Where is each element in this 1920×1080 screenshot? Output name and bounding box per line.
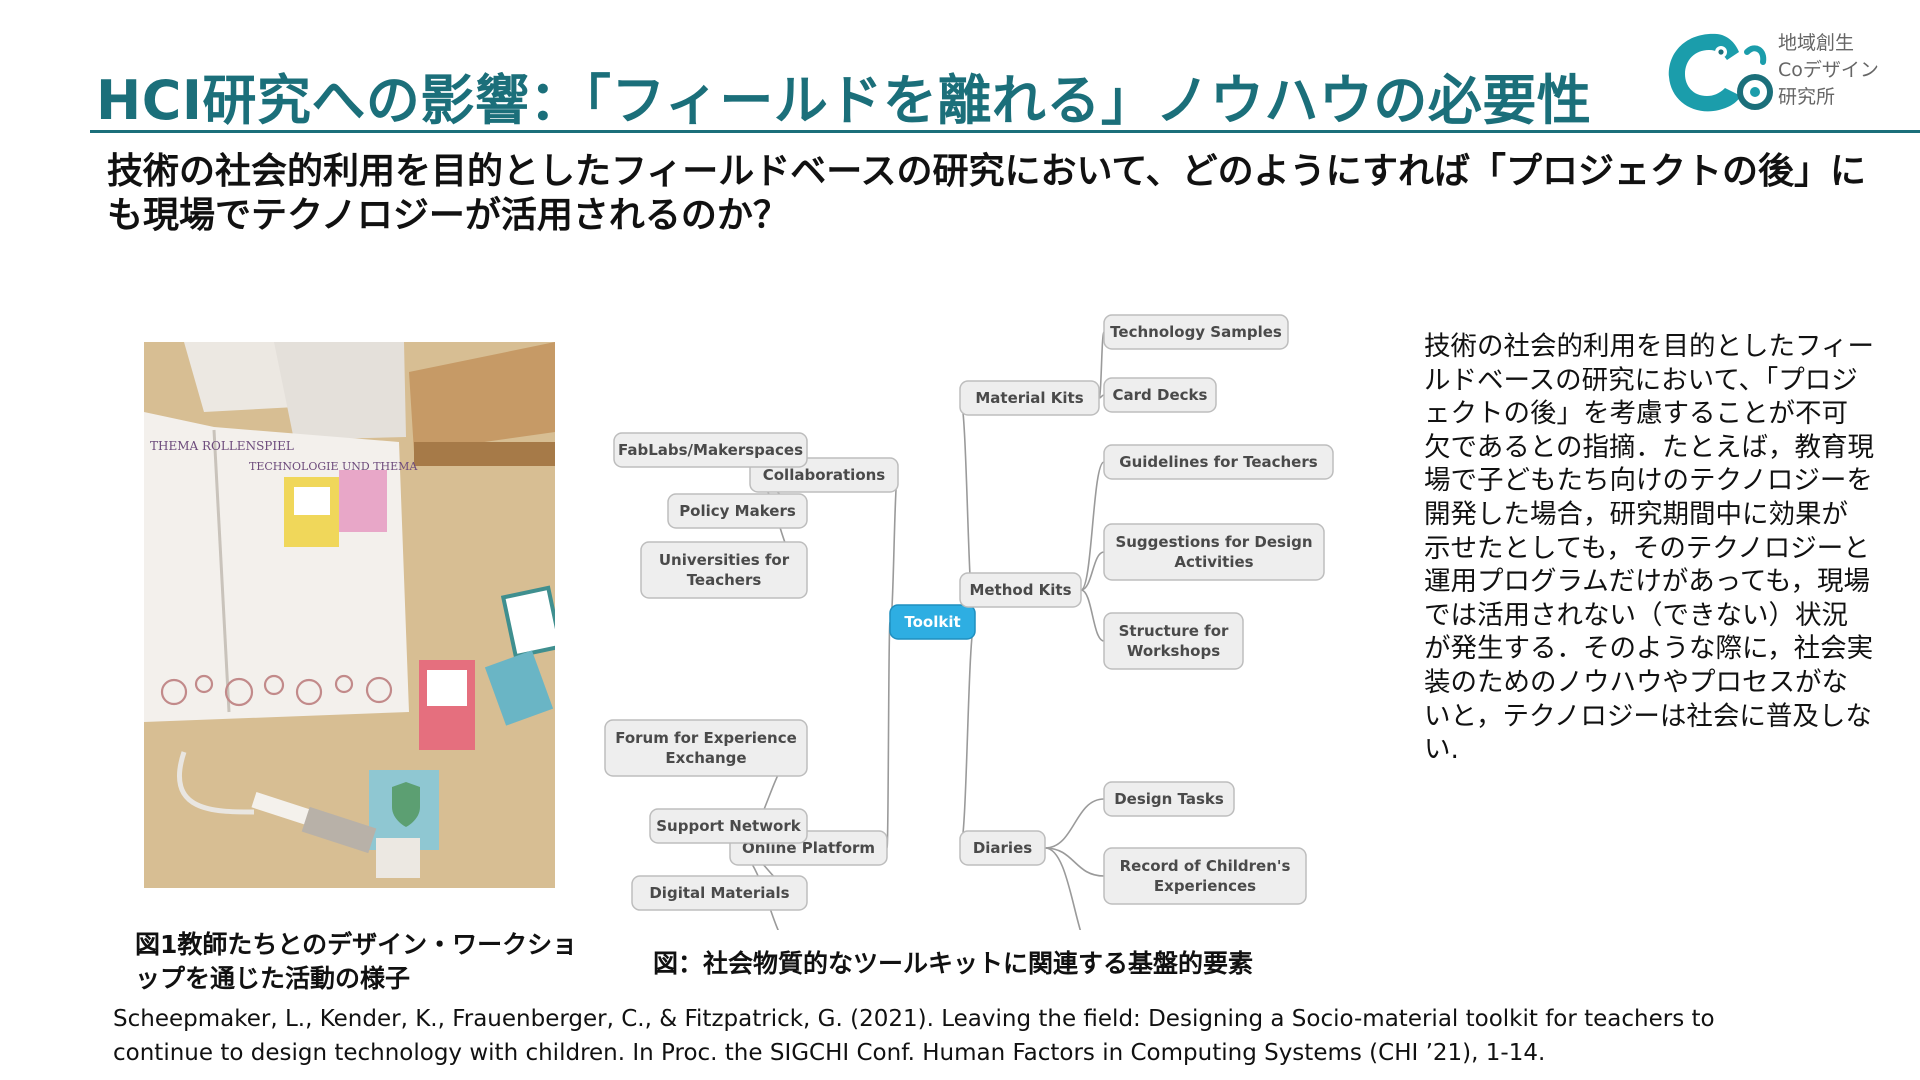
logo-line-3: 研究所 (1778, 86, 1836, 108)
explanation-text: 技術の社会的利用を目的としたフィールドベースの研究において、「プロジェクトの後」… (1424, 331, 1874, 766)
mindmap-node-dtasks: Design Tasks (1103, 781, 1235, 817)
logo-mark-icon (1668, 33, 1773, 112)
mindmap-node-label: Exchange (665, 749, 746, 767)
mindmap-node-techsamp: Technology Samples (1103, 314, 1289, 350)
logo-text: 地域創生 Coデザイン 研究所 (1778, 30, 1879, 111)
mindmap-node-label: Material Kits (975, 389, 1083, 407)
workshop-photo: THEMA ROLLENSPIEL TECHNOLOGIE UND THEMA (144, 342, 555, 888)
mindmap-node-label: Digital Materials (649, 884, 789, 902)
mindmap-node-label: FabLabs/Makerspaces (618, 441, 803, 459)
mindmap-node-cards: Card Decks (1103, 377, 1217, 413)
mindmap-node-label: Forum for Experience (615, 729, 797, 747)
mindmap-node-label: Card Decks (1113, 386, 1208, 404)
mindmap-node-label: Record of Children's (1120, 857, 1291, 875)
mindmap-node-label: Suggestions for Design (1115, 533, 1312, 551)
mindmap-node-guide: Guidelines for Teachers (1103, 444, 1334, 480)
research-question: 技術の社会的利用を目的としたフィールドベースの研究において、どのようにすれば「プ… (107, 151, 1866, 236)
logo-line-1: 地域創生 (1778, 32, 1855, 54)
mindmap-node-method: Method Kits (959, 572, 1082, 608)
mindmap-node-policy: Policy Makers (667, 493, 808, 529)
photo-caption: 図1教師たちとのデザイン・ワークショップを通じた活動の様子 (135, 930, 578, 993)
mindmap-node-label: Guidelines for Teachers (1119, 453, 1317, 471)
mindmap-node-diaries: Diaries (959, 830, 1046, 866)
slide-title: HCI研究への影響：「フィールドを離れる」ノウハウの必要性 (96, 69, 1592, 132)
mindmap-node-label: Support Network (656, 817, 802, 835)
book-heading: THEMA ROLLENSPIEL (150, 439, 294, 453)
connector-diaries-dtasks (1044, 798, 1105, 849)
book-subheading: TECHNOLOGIE UND THEMA (249, 460, 418, 473)
connector-toolkit-online (886, 621, 891, 849)
reference-citation: Scheepmaker, L., Kender, K., Frauenberge… (113, 1006, 1715, 1066)
connector-method-guide (1080, 461, 1105, 591)
mindmap-node-label: Workshops (1127, 642, 1220, 660)
connector-diaries-rchild (1044, 847, 1105, 877)
mindmap-nodes: Toolkit Collaborations FabLabs/Makerspaces… (604, 314, 1334, 911)
mindmap-node-label: Toolkit (904, 613, 960, 631)
connector-diaries-rdesign (1044, 847, 1082, 930)
mindmap-node-label: Teachers (687, 571, 762, 589)
connector-toolkit-collab (889, 474, 899, 623)
toolkit-mindmap: Toolkit Collaborations FabLabs/Makerspaces… (604, 314, 1334, 930)
title-underline (90, 130, 1920, 133)
mindmap-node-digital: Digital Materials (631, 875, 808, 911)
mindmap-node-label: Structure for (1119, 622, 1229, 640)
connector-method-suggest (1080, 551, 1105, 591)
mindmap-node-label: Technology Samples (1110, 323, 1282, 341)
mindmap-node-label: Design Tasks (1114, 790, 1224, 808)
mindmap-node-material: Material Kits (959, 380, 1100, 416)
mindmap-node-label: Activities (1174, 553, 1253, 571)
mindmap-node-label: Diaries (973, 839, 1032, 857)
diagram-caption: 図：社会物質的なツールキットに関連する基盤的要素 (653, 949, 1254, 978)
mindmap-node-support: Support Network (649, 808, 808, 844)
mindmap-node-label: Collaborations (763, 466, 886, 484)
connector-toolkit-diaries (959, 621, 976, 849)
mindmap-node-toolkit: Toolkit (889, 604, 976, 640)
mindmap-node-label: Experiences (1154, 877, 1256, 895)
mindmap-node-fablabs: FabLabs/Makerspaces (613, 432, 808, 468)
mindmap-node-label: Universities for (659, 551, 790, 569)
connector-method-struct (1080, 589, 1105, 642)
mindmap-node-label: Method Kits (969, 581, 1071, 599)
mindmap-node-label: Policy Makers (679, 502, 796, 520)
logo-line-2: Coデザイン (1778, 59, 1879, 81)
